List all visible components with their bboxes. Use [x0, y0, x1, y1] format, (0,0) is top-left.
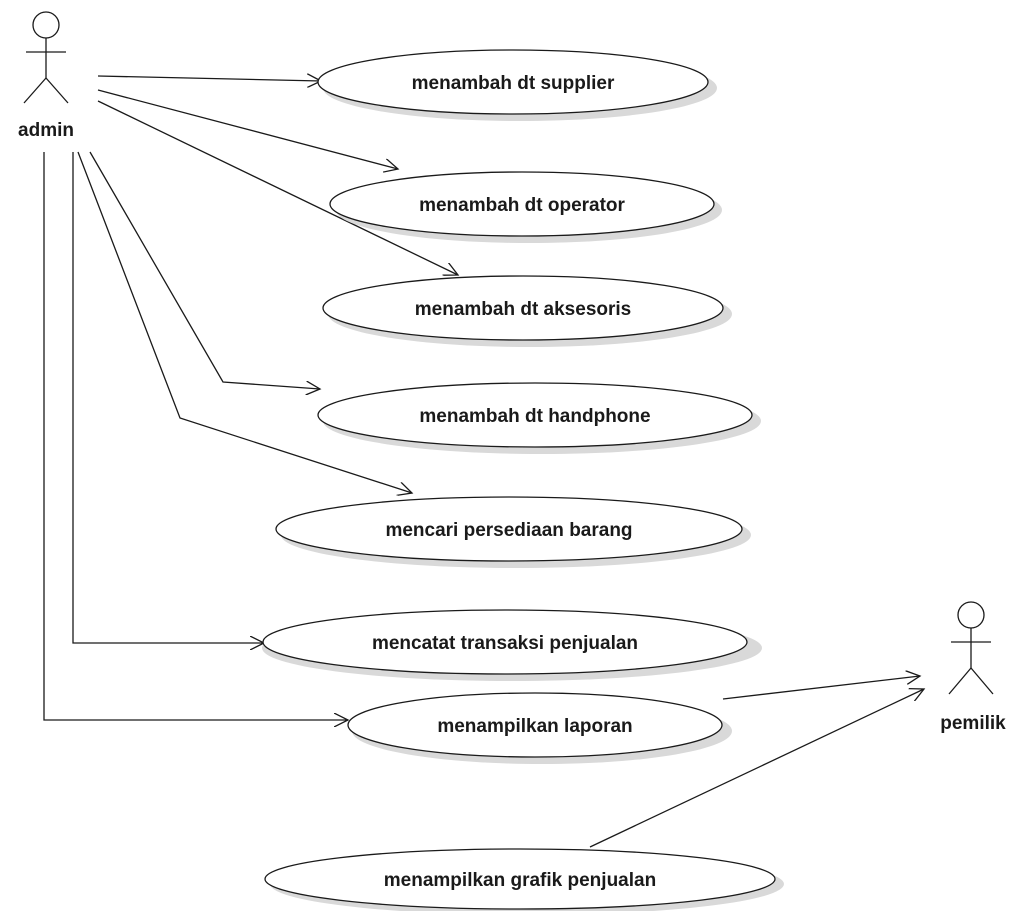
actor-pemilik[interactable]: pemilik [940, 601, 1006, 734]
actor-head [32, 11, 60, 39]
use-case-menambah-dt-supplier[interactable]: menambah dt supplier [317, 49, 717, 121]
association-admin-uc7 [43, 152, 348, 720]
associations [43, 76, 924, 848]
use-case-mencatat-transaksi-penjualan[interactable]: mencatat transaksi penjualan [262, 609, 762, 681]
use-case-ellipse [262, 609, 748, 675]
use-case-label: mencari persediaan barang [385, 520, 632, 541]
use-case-ellipse [317, 382, 753, 448]
use-case-mencari-persediaan-barang[interactable]: mencari persediaan barang [275, 496, 751, 568]
use-case-ellipse [347, 692, 723, 758]
association-admin-uc5 [77, 151, 412, 493]
use-case-menampilkan-grafik-penjualan[interactable]: menampilkan grafik penjualan [264, 848, 784, 911]
actor-left-leg [948, 667, 972, 695]
association-admin-uc1 [97, 76, 321, 81]
use-case-menampilkan-laporan[interactable]: menampilkan laporan [347, 692, 732, 764]
use-case-ellipse [275, 496, 743, 562]
use-case-ellipse [264, 848, 776, 910]
use-case-label: mencatat transaksi penjualan [372, 633, 638, 654]
use-case-menambah-dt-operator[interactable]: menambah dt operator [329, 171, 722, 243]
actor-head [957, 601, 985, 629]
use-case-ellipse [329, 171, 715, 237]
actor-right-leg [970, 667, 994, 695]
actor-admin[interactable]: admin [18, 11, 74, 141]
actor-right-leg [45, 77, 69, 104]
actor-left-leg [23, 77, 47, 104]
use-case-label: menampilkan laporan [437, 716, 632, 737]
use-case-menambah-dt-handphone[interactable]: menambah dt handphone [317, 382, 761, 454]
use-case-label: menambah dt supplier [412, 73, 615, 94]
use-case-label: menampilkan grafik penjualan [384, 870, 656, 891]
actor-pemilik-label: pemilik [940, 713, 1006, 734]
association-admin-uc6 [72, 152, 264, 643]
use-case-menambah-dt-aksesoris[interactable]: menambah dt aksesoris [322, 275, 732, 347]
use-case-ellipse [317, 49, 709, 115]
use-case-label: menambah dt handphone [419, 406, 650, 427]
association-admin-uc2 [97, 89, 398, 169]
association-uc8-pemilik [589, 689, 924, 848]
use-case-label: menambah dt operator [419, 195, 625, 216]
use-case-label: menambah dt aksesoris [415, 299, 631, 320]
association-admin-uc4 [89, 151, 320, 389]
association-admin-uc3 [97, 100, 458, 275]
association-uc7-pemilik [722, 676, 920, 700]
actor-admin-label: admin [18, 120, 74, 141]
use-case-ellipse [322, 275, 724, 341]
